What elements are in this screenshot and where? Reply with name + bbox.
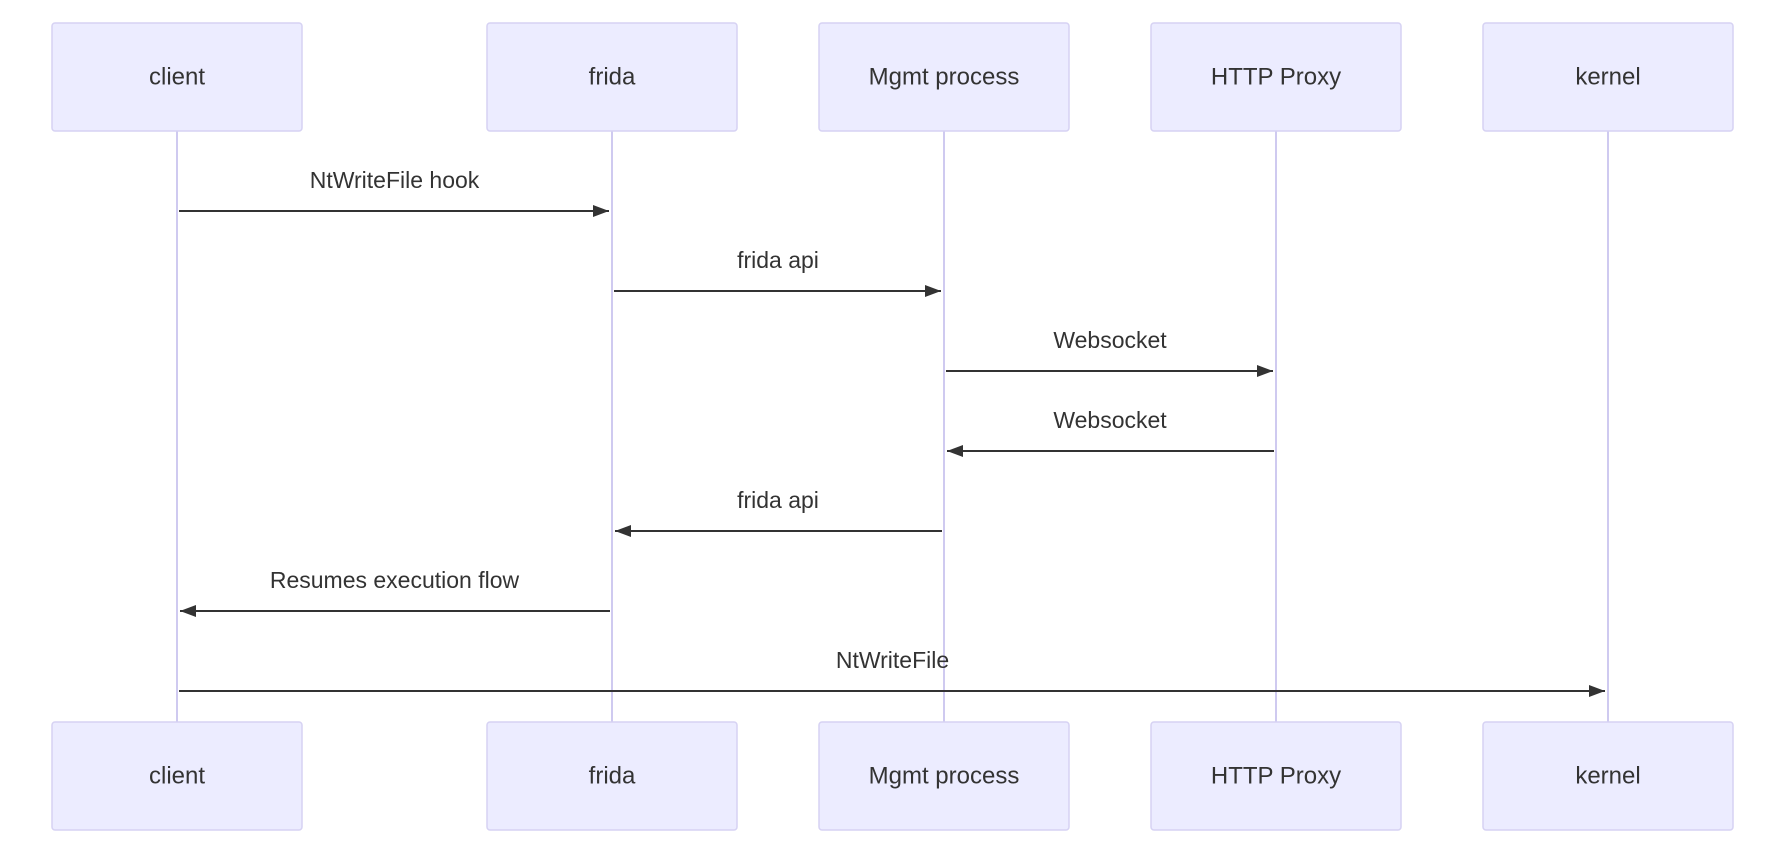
actor-bottom-kernel: kernel <box>1482 721 1734 831</box>
message-label: frida api <box>737 487 819 513</box>
message-label: NtWriteFile <box>836 647 949 673</box>
actor-top-proxy: HTTP Proxy <box>1150 22 1402 132</box>
actor-label: frida <box>589 64 636 91</box>
actor-box <box>818 721 1070 831</box>
actor-bottom-client: client <box>51 721 303 831</box>
actor-label: HTTP Proxy <box>1211 763 1341 790</box>
actor-top-mgmt: Mgmt process <box>818 22 1070 132</box>
actor-box <box>51 22 303 132</box>
actors-bottom: client frida Mgmt process HTTP Proxy kernel <box>51 721 1734 831</box>
actor-top-kernel: kernel <box>1482 22 1734 132</box>
actor-label: client <box>149 64 205 91</box>
actor-box <box>51 721 303 831</box>
actor-label: Mgmt process <box>869 763 1020 790</box>
actor-box <box>1482 721 1734 831</box>
actor-top-frida: frida <box>486 22 738 132</box>
message-label: Resumes execution flow <box>270 567 520 593</box>
actor-box <box>818 22 1070 132</box>
actor-label: HTTP Proxy <box>1211 64 1341 91</box>
actor-box <box>1150 721 1402 831</box>
actor-label: frida <box>589 763 636 790</box>
message-5: frida api <box>615 487 942 537</box>
message-label: frida api <box>737 247 819 273</box>
message-label: Websocket <box>1053 327 1167 353</box>
actor-label: Mgmt process <box>869 64 1020 91</box>
actor-box <box>486 22 738 132</box>
message-2: frida api <box>614 247 941 297</box>
message-3: Websocket <box>946 327 1273 377</box>
message-4: Websocket <box>947 407 1274 457</box>
actor-label: client <box>149 763 205 790</box>
message-label: Websocket <box>1053 407 1167 433</box>
actor-bottom-mgmt: Mgmt process <box>818 721 1070 831</box>
actor-box <box>1482 22 1734 132</box>
lifelines <box>176 131 1609 722</box>
actors-top: client frida Mgmt process HTTP Proxy kernel <box>51 22 1734 132</box>
actor-box <box>486 721 738 831</box>
actor-top-client: client <box>51 22 303 132</box>
actor-label: kernel <box>1575 64 1640 91</box>
actor-label: kernel <box>1575 763 1640 790</box>
actor-bottom-frida: frida <box>486 721 738 831</box>
message-label: NtWriteFile hook <box>310 167 480 193</box>
message-1: NtWriteFile hook <box>179 167 609 217</box>
message-6: Resumes execution flow <box>180 567 610 617</box>
actor-bottom-proxy: HTTP Proxy <box>1150 721 1402 831</box>
actor-box <box>1150 22 1402 132</box>
message-7: NtWriteFile <box>179 647 1605 697</box>
